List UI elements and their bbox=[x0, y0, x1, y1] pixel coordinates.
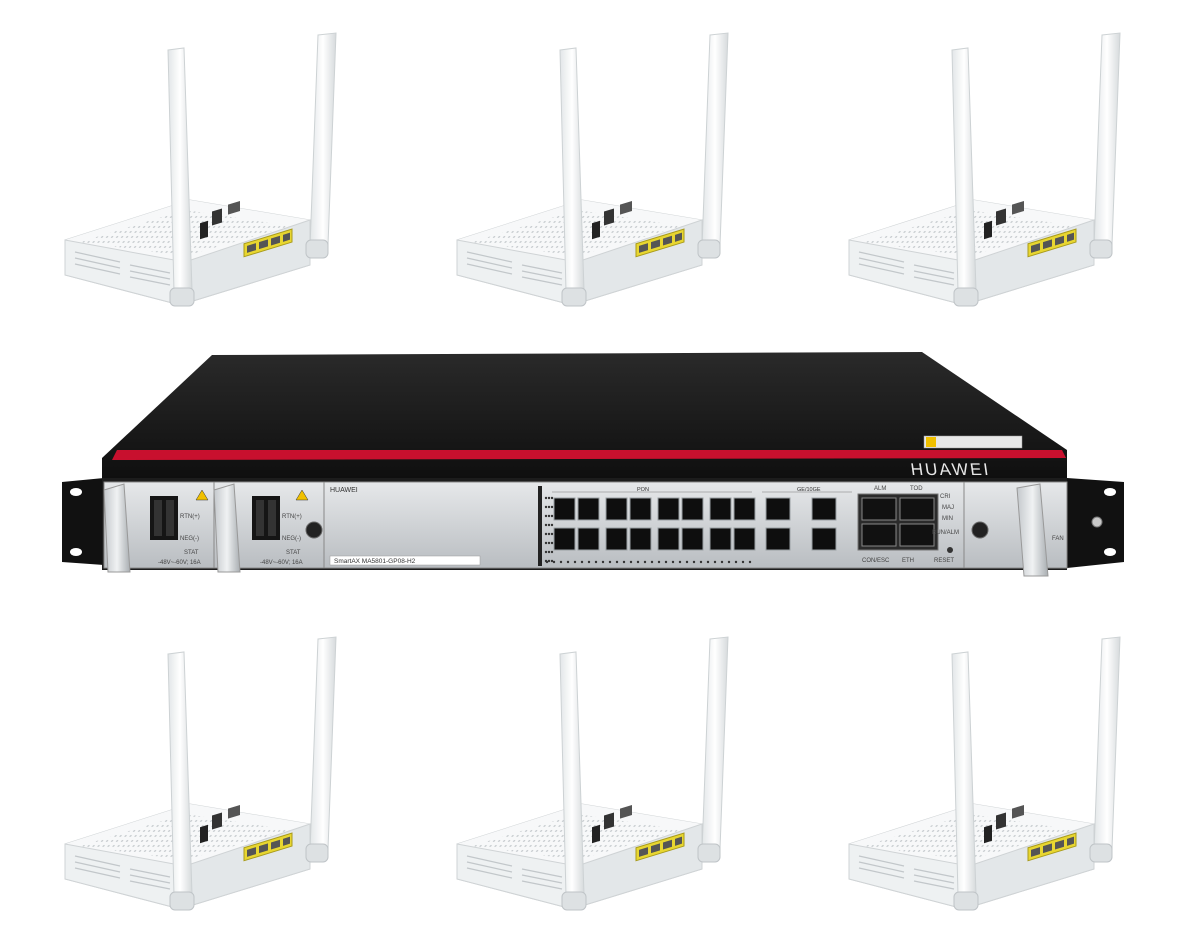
uplink-sfp-port[interactable] bbox=[811, 497, 837, 521]
pon-sfp-port[interactable] bbox=[733, 527, 756, 551]
pon-sfp-port[interactable] bbox=[709, 497, 732, 521]
svg-text:RTN(+): RTN(+) bbox=[282, 514, 302, 520]
pon-sfp-port[interactable] bbox=[709, 527, 732, 551]
svg-text:FAN: FAN bbox=[1052, 536, 1064, 542]
ont-router-6 bbox=[844, 634, 1144, 924]
svg-text:CRI: CRI bbox=[940, 494, 951, 500]
pon-sfp-port[interactable] bbox=[629, 497, 652, 521]
uplink-port-group bbox=[765, 497, 837, 551]
vent-dots bbox=[544, 496, 752, 564]
reset-button[interactable] bbox=[947, 547, 953, 553]
uplink-sfp-port[interactable] bbox=[811, 527, 837, 551]
uplink-section-label: GE/10GE bbox=[797, 487, 821, 493]
olt-top-cover bbox=[102, 352, 1067, 478]
fan-module: FAN bbox=[963, 481, 1068, 577]
olt-brand-panel: HUAWEI bbox=[330, 487, 358, 494]
pon-sfp-port[interactable] bbox=[733, 497, 756, 521]
svg-text:STAT: STAT bbox=[286, 550, 301, 556]
pon-section-label: PON bbox=[637, 487, 649, 493]
svg-text:MIN: MIN bbox=[942, 516, 953, 522]
svg-text:RTN(+): RTN(+) bbox=[180, 514, 200, 520]
olt-brand-top: HUAWEI bbox=[909, 460, 991, 479]
svg-text:NEG(-): NEG(-) bbox=[282, 536, 301, 542]
pon-sfp-port[interactable] bbox=[681, 497, 704, 521]
main-board bbox=[323, 481, 965, 569]
rj45-con-port[interactable] bbox=[861, 523, 897, 547]
svg-text:TOD: TOD bbox=[910, 486, 923, 492]
pon-sfp-port[interactable] bbox=[629, 527, 652, 551]
ont-router-4 bbox=[60, 634, 360, 924]
pon-sfp-port[interactable] bbox=[605, 527, 628, 551]
svg-text:NEG(-): NEG(-) bbox=[180, 536, 199, 542]
rj45-alm-port[interactable] bbox=[861, 497, 897, 521]
rj45-block: ALM TOD CON/ESC ETH CRI MAJ MIN RUN/ALM … bbox=[857, 486, 959, 564]
svg-text:RESET: RESET bbox=[934, 558, 954, 564]
olt-chassis: HUAWEI RTN(+) NEG(-) STAT -48V~-60V; 16A bbox=[62, 350, 1128, 590]
rack-ear-left bbox=[62, 478, 104, 565]
svg-text:MAJ: MAJ bbox=[942, 505, 954, 511]
uplink-sfp-port[interactable] bbox=[765, 497, 791, 521]
rj45-eth-port[interactable] bbox=[899, 523, 935, 547]
olt-red-stripe bbox=[112, 450, 1066, 460]
vent-strip bbox=[538, 486, 542, 566]
olt-model-label: SmartAX MA5801-GP08-H2 bbox=[334, 558, 416, 565]
svg-text:ETH: ETH bbox=[902, 558, 914, 564]
fan-screw bbox=[971, 521, 989, 539]
rj45-tod-port[interactable] bbox=[899, 497, 935, 521]
ont-router-5 bbox=[452, 634, 752, 924]
pon-sfp-port[interactable] bbox=[577, 497, 600, 521]
svg-text:RUN/ALM: RUN/ALM bbox=[932, 530, 959, 536]
svg-text:CON/ESC: CON/ESC bbox=[862, 558, 890, 564]
pon-sfp-port[interactable] bbox=[553, 497, 576, 521]
ont-router-3 bbox=[844, 30, 1144, 320]
svg-text:-48V~-60V; 16A: -48V~-60V; 16A bbox=[260, 560, 303, 566]
power-module-1: RTN(+) NEG(-) STAT -48V~-60V; 16A bbox=[103, 481, 215, 573]
pon-sfp-port[interactable] bbox=[657, 497, 680, 521]
uplink-sfp-port[interactable] bbox=[765, 527, 791, 551]
ont-router-1 bbox=[60, 30, 360, 320]
pon-sfp-port[interactable] bbox=[657, 527, 680, 551]
pon-sfp-port[interactable] bbox=[681, 527, 704, 551]
pon-port-group bbox=[553, 497, 756, 551]
pon-sfp-port[interactable] bbox=[605, 497, 628, 521]
power-module-2: RTN(+) NEG(-) STAT -48V~-60V; 16A bbox=[213, 481, 325, 573]
svg-text:-48V~-60V; 16A: -48V~-60V; 16A bbox=[158, 560, 201, 566]
svg-text:ALM: ALM bbox=[874, 486, 886, 492]
pon-sfp-port[interactable] bbox=[577, 527, 600, 551]
pon-sfp-port[interactable] bbox=[553, 527, 576, 551]
svg-text:STAT: STAT bbox=[184, 550, 199, 556]
ont-router-2 bbox=[452, 30, 752, 320]
